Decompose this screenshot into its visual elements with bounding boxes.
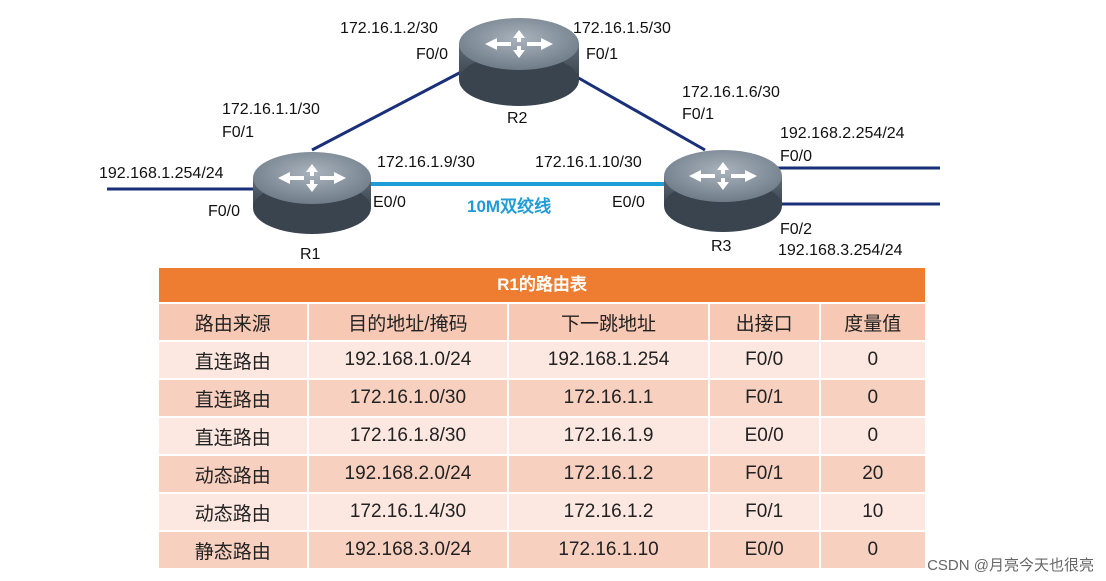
r1-e00-port: E0/0 — [373, 194, 406, 211]
cell-destination: 172.16.1.0/30 — [307, 378, 510, 417]
link-r1-r2 — [311, 68, 466, 152]
table-header-row: 路由来源 目的地址/掩码 下一跳地址 出接口 度量值 — [159, 302, 925, 341]
r1-f00-port: F0/0 — [208, 203, 241, 220]
router-r1-name: R1 — [300, 246, 321, 263]
r1-f01-port: F0/1 — [222, 124, 255, 141]
cell-metric: 20 — [819, 454, 925, 493]
router-r3-name: R3 — [711, 238, 732, 255]
r2-f00-ip: 172.16.1.2/30 — [340, 20, 438, 37]
r1-e00-ip: 172.16.1.9/30 — [377, 154, 475, 171]
cell-destination: 192.168.3.0/24 — [307, 530, 510, 568]
cell-route-source: 直连路由 — [159, 340, 309, 379]
cell-interface: F0/0 — [708, 340, 821, 379]
cell-route-source: 直连路由 — [159, 378, 309, 417]
cell-interface: F0/1 — [708, 378, 821, 417]
r3-e00-port: E0/0 — [612, 194, 645, 211]
col-destination: 目的地址/掩码 — [307, 302, 510, 341]
router-r2-icon — [459, 18, 579, 106]
table-row: 直连路由 192.168.1.0/24 192.168.1.254 F0/0 0 — [159, 340, 925, 379]
r2-f00-port: F0/0 — [416, 46, 449, 63]
col-next-hop: 下一跳地址 — [508, 302, 710, 341]
table-row: 动态路由 192.168.2.0/24 172.16.1.2 F0/1 20 — [159, 454, 925, 493]
cell-interface: E0/0 — [708, 530, 821, 568]
cell-next-hop: 192.168.1.254 — [508, 340, 710, 379]
cell-interface: E0/0 — [708, 416, 821, 455]
table-row: 直连路由 172.16.1.8/30 172.16.1.9 E0/0 0 — [159, 416, 925, 455]
cell-next-hop: 172.16.1.1 — [508, 378, 710, 417]
cell-metric: 0 — [819, 416, 925, 455]
table-row: 静态路由 192.168.3.0/24 172.16.1.10 E0/0 0 — [159, 530, 925, 568]
r1-f00-ip: 192.168.1.254/24 — [99, 165, 224, 182]
r2-f01-ip: 172.16.1.5/30 — [573, 20, 671, 37]
cell-next-hop: 172.16.1.9 — [508, 416, 710, 455]
table-title: R1的路由表 — [159, 268, 925, 302]
cell-metric: 10 — [819, 492, 925, 531]
cell-route-source: 静态路由 — [159, 530, 309, 568]
r3-f00-port: F0/0 — [780, 148, 813, 165]
cell-interface: F0/1 — [708, 492, 821, 531]
cell-route-source: 动态路由 — [159, 492, 309, 531]
r3-f02-port: F0/2 — [780, 221, 813, 238]
cell-metric: 0 — [819, 530, 925, 568]
cell-destination: 192.168.2.0/24 — [307, 454, 510, 493]
table-row: 直连路由 172.16.1.0/30 172.16.1.1 F0/1 0 — [159, 378, 925, 417]
router-r2-name: R2 — [507, 110, 528, 127]
col-metric: 度量值 — [819, 302, 925, 341]
cell-destination: 172.16.1.4/30 — [307, 492, 510, 531]
link-r2-r3 — [567, 70, 706, 152]
cell-metric: 0 — [819, 340, 925, 379]
r3-f00-ip: 192.168.2.254/24 — [780, 125, 905, 142]
r3-f01-port: F0/1 — [682, 106, 715, 123]
r3-f01-ip: 172.16.1.6/30 — [682, 84, 780, 101]
cell-interface: F0/1 — [708, 454, 821, 493]
r1-routing-table: R1的路由表 路由来源 目的地址/掩码 下一跳地址 出接口 度量值 直连路由 1… — [159, 268, 925, 568]
cell-next-hop: 172.16.1.2 — [508, 492, 710, 531]
r2-f01-port: F0/1 — [586, 46, 619, 63]
table-row: 动态路由 172.16.1.4/30 172.16.1.2 F0/1 10 — [159, 492, 925, 531]
cell-route-source: 动态路由 — [159, 454, 309, 493]
router-r3-icon — [664, 150, 782, 232]
r1-f01-ip: 172.16.1.1/30 — [222, 101, 320, 118]
r3-e00-ip: 172.16.1.10/30 — [535, 154, 642, 171]
cell-next-hop: 172.16.1.10 — [508, 530, 710, 568]
cell-next-hop: 172.16.1.2 — [508, 454, 710, 493]
cell-metric: 0 — [819, 378, 925, 417]
cell-destination: 172.16.1.8/30 — [307, 416, 510, 455]
link-10m-label: 10M双绞线 — [467, 197, 552, 216]
r3-f02-ip: 192.168.3.254/24 — [778, 242, 903, 259]
cell-route-source: 直连路由 — [159, 416, 309, 455]
watermark: CSDN @月亮今天也很亮 — [927, 557, 1094, 574]
col-route-source: 路由来源 — [159, 302, 309, 341]
cell-destination: 192.168.1.0/24 — [307, 340, 510, 379]
router-r1-icon — [253, 152, 371, 234]
col-interface: 出接口 — [708, 302, 821, 341]
